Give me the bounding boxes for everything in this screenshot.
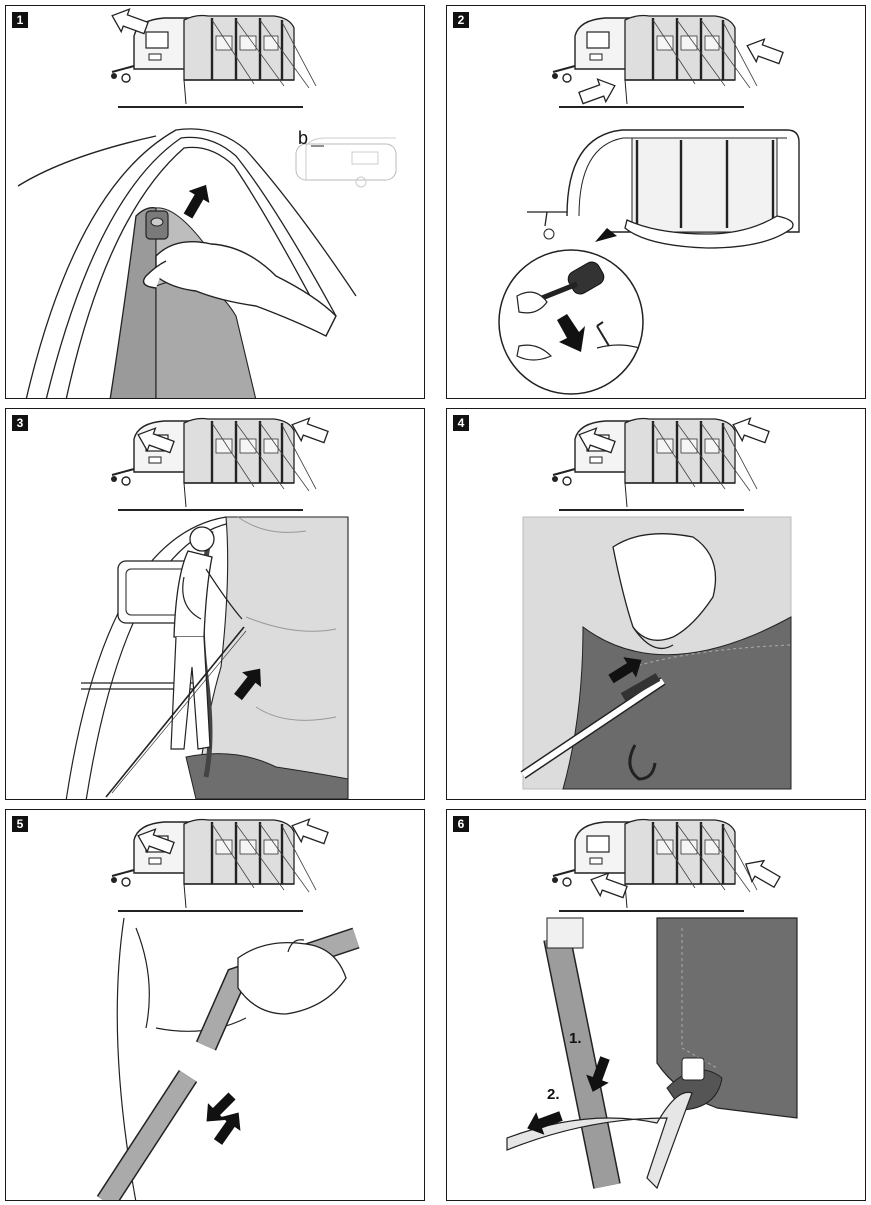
step-number-badge: 6 bbox=[453, 816, 469, 832]
pegging-illustration bbox=[498, 129, 800, 395]
step-number-badge: 3 bbox=[12, 415, 28, 431]
step-number-badge: 5 bbox=[12, 816, 28, 832]
strap-fastening-illustration bbox=[506, 917, 798, 1190]
inset-label: b bbox=[298, 128, 309, 148]
divider-line bbox=[118, 106, 303, 108]
caravan-overview-illustration bbox=[550, 818, 784, 910]
step-panel-2: 2 bbox=[446, 5, 866, 399]
step-panel-3: 3 bbox=[5, 408, 425, 800]
step-label-1: 1. bbox=[569, 1030, 582, 1047]
divider-line bbox=[559, 910, 744, 912]
caravan-overview-illustration bbox=[550, 412, 772, 509]
person-feeding-awning-illustration bbox=[65, 516, 349, 799]
pole-joining-illustration bbox=[96, 917, 360, 1200]
step-number-badge: 2 bbox=[453, 12, 469, 28]
divider-line bbox=[118, 509, 303, 511]
divider-line bbox=[559, 509, 744, 511]
step-panel-4: 4 bbox=[446, 408, 866, 800]
divider-line bbox=[559, 106, 744, 108]
step-number-badge: 4 bbox=[453, 415, 469, 431]
step-panel-1: 1 b bbox=[5, 5, 425, 399]
caravan-overview-illustration bbox=[107, 6, 318, 106]
step-panel-6: 6 1. 2. bbox=[446, 809, 866, 1201]
step-number-badge: 1 bbox=[12, 12, 28, 28]
divider-line bbox=[118, 910, 303, 912]
caravan-overview-illustration bbox=[550, 14, 786, 110]
caravan-overview-illustration bbox=[109, 813, 331, 910]
pole-hook-illustration bbox=[520, 516, 792, 790]
awning-bead-insertion-illustration bbox=[17, 128, 397, 398]
caravan-overview-illustration bbox=[109, 412, 331, 509]
step-panel-5: 5 bbox=[5, 809, 425, 1201]
step-label-2: 2. bbox=[547, 1086, 560, 1103]
